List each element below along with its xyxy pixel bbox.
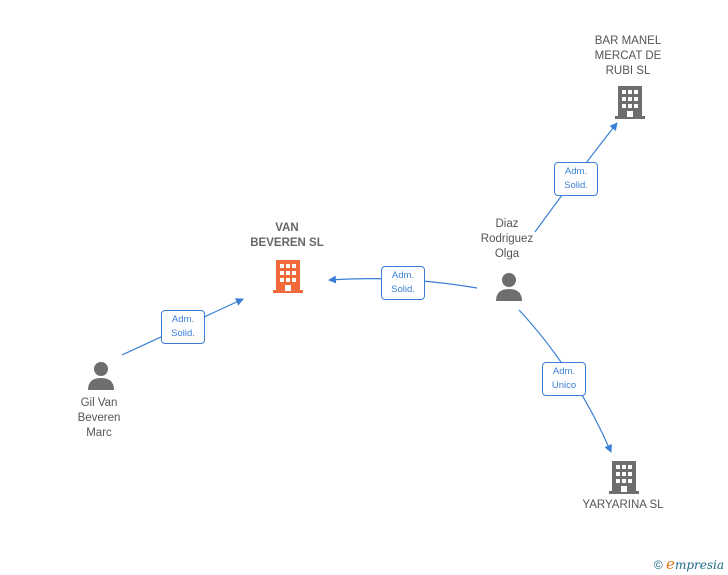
brand-name: mpresia: [674, 558, 724, 572]
person-label-gil[interactable]: Gil Van Beveren Marc: [77, 397, 121, 439]
brand-initial: e: [666, 555, 675, 573]
copyright-symbol: ©: [653, 558, 663, 572]
empresia-logo[interactable]: © empresia: [654, 555, 724, 573]
edge-label-gil-van: Adm. Solid.: [161, 310, 205, 344]
edge-label-diaz-van: Adm. Solid.: [381, 266, 425, 300]
edge-label-diaz-yar: Adm. Unico: [542, 362, 586, 396]
company-label-yaryarina[interactable]: YARYARINA SL: [582, 499, 664, 511]
company-label-van-beveren[interactable]: VAN BEVEREN SL: [250, 222, 324, 249]
building-icon[interactable]: [614, 84, 646, 125]
building-icon[interactable]: [272, 258, 304, 299]
building-icon[interactable]: [608, 459, 640, 500]
person-icon[interactable]: [493, 272, 525, 307]
person-label-diaz[interactable]: Diaz Rodriguez Olga: [480, 218, 534, 260]
company-label-bar-manel[interactable]: BAR MANEL MERCAT DE RUBI SL: [594, 35, 662, 77]
person-icon[interactable]: [85, 361, 117, 396]
edge-label-diaz-bar: Adm. Solid.: [554, 162, 598, 196]
